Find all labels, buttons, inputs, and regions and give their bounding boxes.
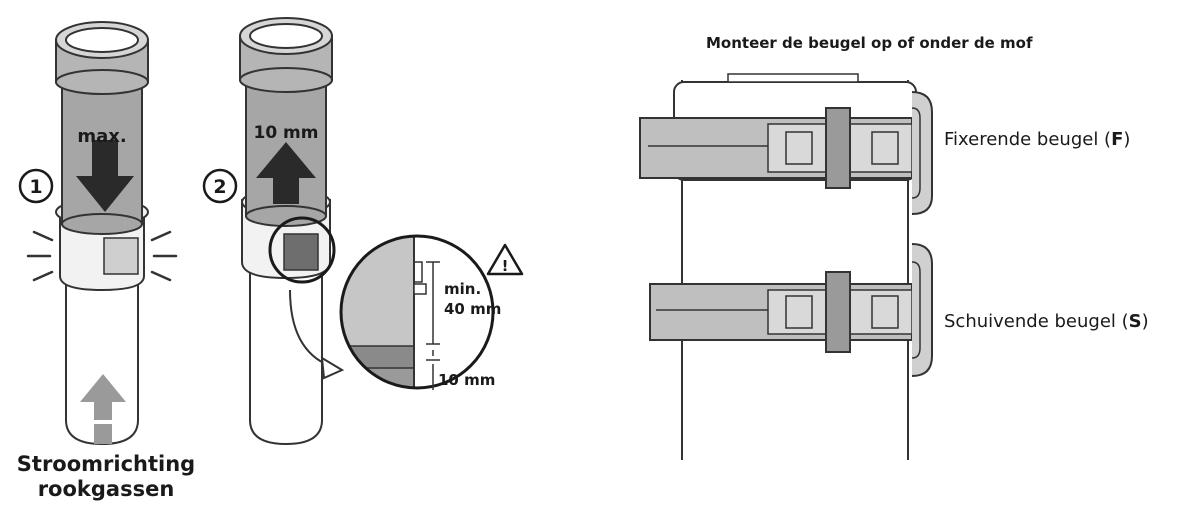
down-arrow-icon: [76, 140, 134, 212]
step1-arrow-label: max.: [77, 126, 126, 147]
step2-badge: [202, 168, 238, 204]
bracket-title: Monteer de beugel op of onder de mof: [706, 34, 1033, 52]
fixing-bracket-code: F: [1111, 129, 1124, 150]
dimension-lines: [426, 261, 440, 390]
sliding-bracket: [649, 243, 933, 377]
flow-label-line2: rookgassen: [37, 477, 175, 501]
zoom-circle: [339, 234, 495, 390]
pipe-assembly-2: 10 mm 2: [202, 17, 345, 446]
flow-arrow-icon: [80, 374, 126, 444]
svg-text:!: !: [502, 257, 509, 275]
click-marks-icon: [26, 230, 178, 282]
step1-number: 1: [29, 176, 42, 198]
step2-number: 2: [213, 176, 226, 198]
fixing-bracket: [639, 91, 933, 215]
lower-pipe-2: [249, 239, 323, 446]
sliding-bracket-code: S: [1128, 311, 1142, 332]
fixing-bracket-label: Fixerende beugel (F): [944, 129, 1131, 150]
step1-badge: [18, 168, 54, 204]
sliding-bracket-label: Schuivende beugel (S): [944, 311, 1149, 332]
flow-direction-label: Stroomrichting rookgassen: [0, 452, 212, 502]
step2-arrow-label: 10 mm: [253, 123, 318, 143]
bracket-diagram: [639, 73, 933, 460]
magnify-source-circle: [268, 216, 336, 284]
up-arrow-icon: [256, 142, 316, 204]
pipe-assembly-1: max. 1: [18, 21, 178, 446]
dim-min-line1: min.: [444, 280, 481, 298]
flow-label-line1: Stroomrichting: [16, 452, 196, 476]
warning-icon: !: [486, 243, 524, 276]
zoom-detail: min. 40 mm 10 mm !: [339, 234, 524, 390]
dim-min-line2: 40 mm: [444, 300, 501, 318]
dim-bottom: 10 mm: [438, 371, 495, 389]
